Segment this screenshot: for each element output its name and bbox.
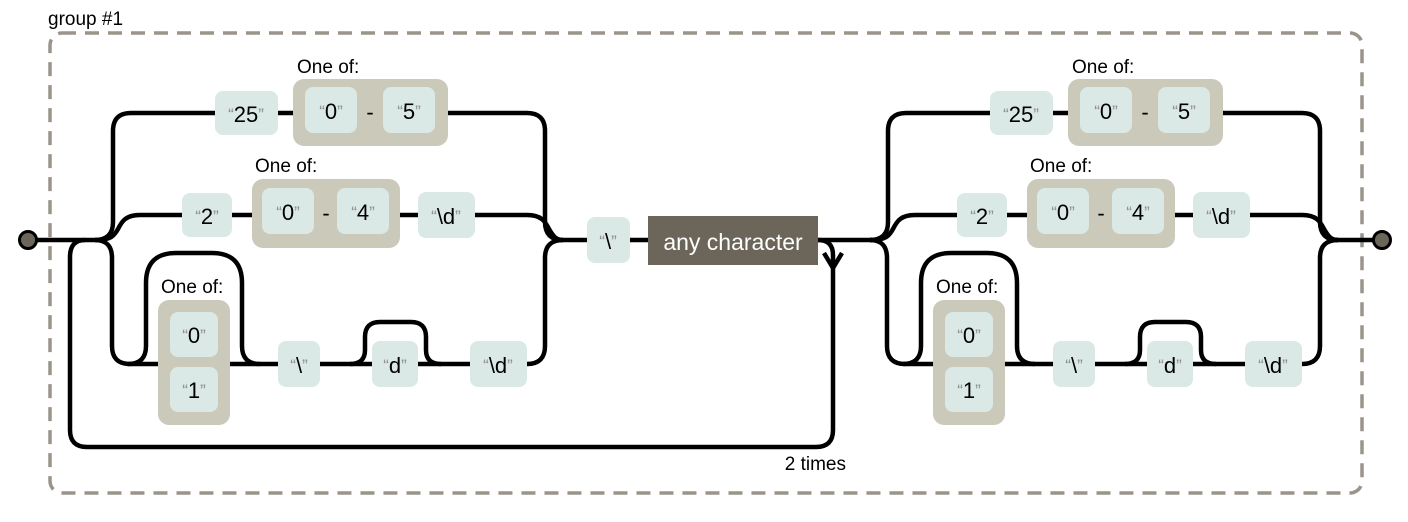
literal-backslash-middle: “\” bbox=[599, 229, 617, 254]
range-separator-b1-left: - bbox=[366, 100, 373, 125]
charset-option-5-box-right bbox=[1158, 87, 1210, 133]
escape-box-d-b2-left bbox=[418, 192, 475, 238]
group-border bbox=[48, 31, 1364, 495]
branch3-line-right bbox=[869, 237, 1339, 367]
escape-d-b3-right: “\d” bbox=[1258, 353, 1288, 378]
literal-box-backslash-right bbox=[1053, 341, 1095, 387]
group-label: group #1 bbox=[48, 9, 123, 30]
escape-d-b2-right: “\d” bbox=[1206, 204, 1236, 229]
literal-box-d-left bbox=[372, 341, 418, 387]
loop-arrow-icon bbox=[822, 251, 844, 273]
range-separator-b2-left: - bbox=[322, 201, 329, 226]
skip-line-d-left bbox=[349, 319, 442, 367]
end-terminal bbox=[1372, 230, 1392, 250]
charset-option-5-left: “5” bbox=[397, 99, 421, 124]
charset-option-0c-left: “0” bbox=[182, 323, 206, 348]
escape-box-d-b3-left bbox=[470, 341, 527, 387]
charset-option-0b-left: “0” bbox=[276, 200, 300, 225]
charset-option-0-right: “0” bbox=[1094, 99, 1118, 124]
range-separator-b1-right: - bbox=[1141, 100, 1148, 125]
loop-line bbox=[67, 237, 836, 450]
charset-option-1-left: “1” bbox=[182, 378, 206, 403]
any-character-box bbox=[648, 216, 818, 265]
literal-d-left: “d” bbox=[383, 353, 407, 378]
one-of-label-b3-left: One of: bbox=[161, 277, 223, 298]
charset-option-4-left: “4” bbox=[351, 200, 375, 225]
charset-option-0b-box-left bbox=[262, 188, 314, 234]
charset-option-0c-box-right bbox=[945, 312, 993, 357]
charset-option-5-box-left bbox=[383, 87, 435, 133]
charset-option-0b-box-right bbox=[1037, 188, 1089, 234]
literal-box-25-right bbox=[990, 91, 1053, 135]
literal-box-d-right bbox=[1147, 341, 1193, 387]
charset-option-0c-right: “0” bbox=[957, 323, 981, 348]
charset-option-0-box-left bbox=[305, 87, 357, 133]
charset-option-1-right: “1” bbox=[957, 378, 981, 403]
charset-option-4-box-right bbox=[1112, 188, 1164, 234]
one-of-label-b2-left: One of: bbox=[255, 156, 317, 177]
literal-25-right: “25” bbox=[1003, 102, 1039, 127]
charset-option-4-right: “4” bbox=[1126, 200, 1150, 225]
start-terminal bbox=[18, 230, 38, 250]
escape-box-d-b2-right bbox=[1193, 192, 1250, 238]
literal-backslash-right: “\” bbox=[1065, 353, 1083, 378]
charset-option-0b-right: “0” bbox=[1051, 200, 1075, 225]
any-character-label: any character bbox=[663, 229, 803, 255]
literal-25-left: “25” bbox=[228, 102, 264, 127]
range-separator-b2-right: - bbox=[1097, 201, 1104, 226]
one-of-label-b1-left: One of: bbox=[297, 57, 359, 78]
charset-option-1-box-left bbox=[170, 367, 218, 412]
charset-option-0-left: “0” bbox=[319, 99, 343, 124]
charset-option-0c-box-left bbox=[170, 312, 218, 357]
one-of-label-b2-right: One of: bbox=[1030, 156, 1092, 177]
literal-2-right: “2” bbox=[970, 204, 994, 229]
skip-line-charset-right bbox=[902, 250, 1036, 367]
branch3-line-left bbox=[94, 237, 564, 367]
literal-box-backslash-left bbox=[278, 341, 320, 387]
charset-option-4-box-left bbox=[337, 188, 389, 234]
skip-line-charset-left bbox=[127, 250, 261, 367]
literal-box-2-right bbox=[957, 193, 1007, 237]
escape-d-b3-left: “\d” bbox=[483, 353, 513, 378]
literal-2-left: “2” bbox=[195, 204, 219, 229]
charset-option-1-box-right bbox=[945, 367, 993, 412]
literal-box-backslash-middle bbox=[587, 217, 630, 263]
escape-d-b2-left: “\d” bbox=[431, 204, 461, 229]
literal-box-25-left bbox=[215, 91, 278, 135]
skip-line-d-right bbox=[1124, 319, 1217, 367]
literal-d-right: “d” bbox=[1158, 353, 1182, 378]
literal-backslash-left: “\” bbox=[290, 353, 308, 378]
escape-box-d-b3-right bbox=[1245, 341, 1302, 387]
literal-box-2-left bbox=[182, 193, 232, 237]
one-of-label-b1-right: One of: bbox=[1072, 57, 1134, 78]
loop-count-label: 2 times bbox=[785, 454, 846, 475]
charset-option-5-right: “5” bbox=[1172, 99, 1196, 124]
one-of-label-b3-right: One of: bbox=[936, 277, 998, 298]
charset-option-0-box-right bbox=[1080, 87, 1132, 133]
